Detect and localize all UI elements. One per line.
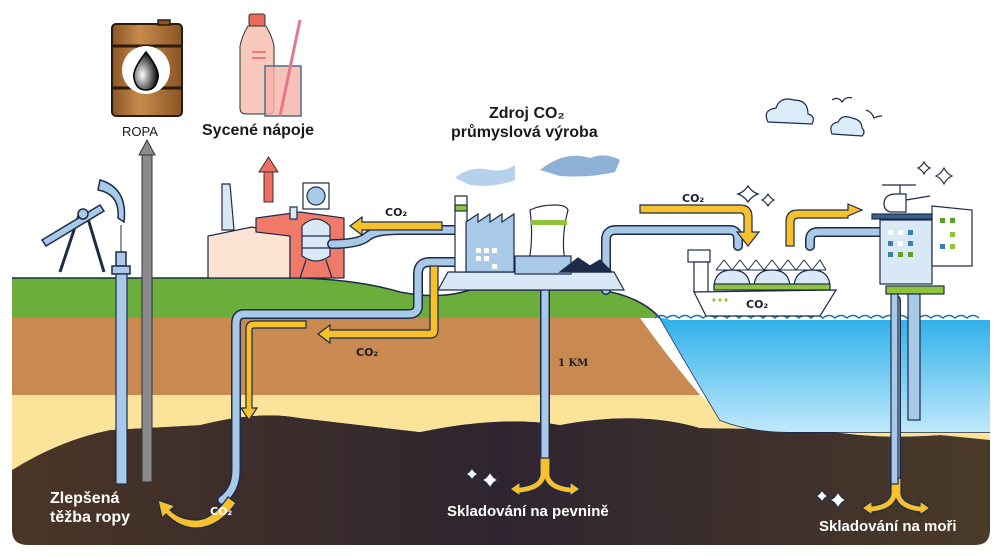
co2-flow-arrows: [157, 203, 932, 529]
oil-drop-icon: [133, 50, 159, 91]
flow-arrow-eor: [157, 496, 237, 529]
offshore-platform-icon: [871, 184, 973, 485]
helicopter-icon: [883, 193, 907, 213]
rock-layer: [12, 415, 990, 545]
co2-tag-eor: CO₂: [210, 505, 233, 518]
clay-layer: [12, 318, 700, 395]
storage-spread-offshore: [860, 477, 932, 517]
oil-barrel-icon: [111, 19, 183, 117]
co2-tag-beverage: CO₂: [385, 206, 408, 219]
label-depth: 1 KM: [558, 358, 589, 369]
flow-arrow-to-platform: [785, 203, 864, 247]
co2-source-plant-icon: [436, 155, 626, 291]
label-beverages: Sycené nápoje: [202, 122, 315, 139]
oil-output-arrow: [138, 138, 156, 483]
smoke-icon: [455, 165, 515, 186]
flow-arrow-to-ship: [639, 204, 761, 247]
beverage-icon: [239, 13, 302, 117]
label-co2-source-subtitle: průmyslová výroba: [451, 124, 598, 141]
oil-production-pipe: [115, 273, 128, 485]
label-offshore-storage: Skladování na moři: [819, 518, 957, 535]
sand-layer: [12, 395, 990, 470]
co2-tag-to-ship: CO₂: [682, 192, 705, 205]
label-onshore-storage: Skladování na pevnině: [447, 503, 609, 520]
label-co2-source-title: Zdroj CO₂: [489, 105, 565, 122]
label-enhanced-oil-recovery-1: Zlepšená: [50, 490, 120, 507]
pump-jack-icon: [40, 179, 131, 275]
flow-arrow-underground: [317, 265, 439, 345]
co2-tag-ship-hull: CO₂: [746, 298, 769, 311]
clouds-icon: [765, 98, 865, 137]
ground-layers: [12, 277, 990, 545]
co2-pipelines: [217, 225, 901, 505]
label-oil: ROPA: [122, 124, 158, 139]
co2-tanker-ship-icon: [687, 249, 838, 317]
grass-layer: [12, 278, 660, 318]
beverage-output-arrow: [258, 156, 279, 203]
birds-icon: [831, 96, 883, 119]
storage-spread-onshore: [508, 457, 582, 498]
beverage-factory-icon: [207, 182, 345, 279]
flow-arrow-to-beverage: [349, 215, 443, 237]
co2-tag-underground: CO₂: [356, 346, 379, 359]
sparkle-icons: [464, 160, 954, 510]
flow-arrow-down-sand: [239, 320, 307, 422]
label-enhanced-oil-recovery-2: těžba ropy: [50, 509, 131, 526]
